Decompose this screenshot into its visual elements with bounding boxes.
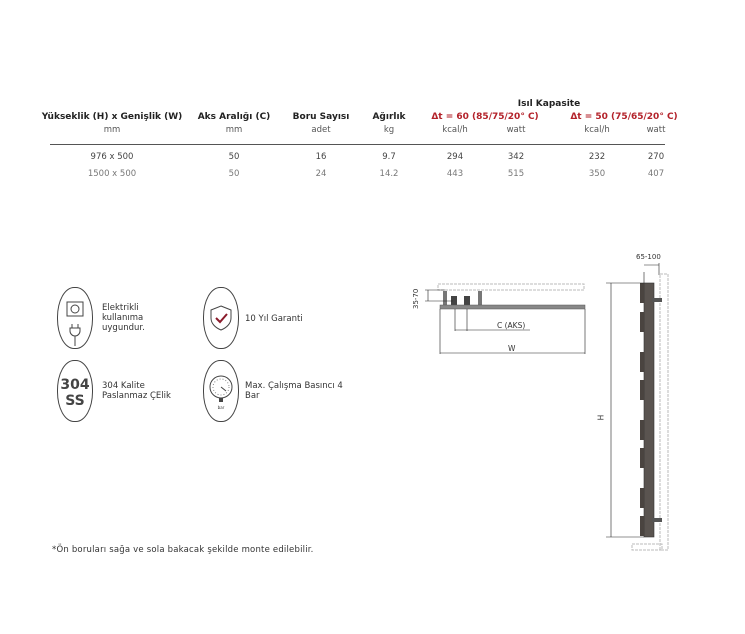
table-cell: 50 (228, 152, 240, 162)
col-unit-dt50-watt: watt (646, 125, 666, 135)
table-cell: 16 (315, 152, 327, 162)
col-unit-dt50-kcal: kcal/h (584, 125, 610, 135)
col-header-dt50: Δt = 50 (75/65/20° C) (570, 112, 678, 122)
gauge-label: bar (217, 405, 225, 410)
col-header-dt60: Δt = 60 (85/75/20° C) (431, 112, 539, 122)
badge-304-ss-icon: 304 SS (57, 360, 93, 422)
table-cell: 232 (588, 152, 606, 162)
table-cell: 443 (446, 169, 464, 179)
table-cell: 14.2 (379, 169, 399, 179)
col-unit-weight: kg (383, 125, 395, 135)
table-cell: 350 (588, 169, 606, 179)
dim-depth-label: 35-70 (412, 288, 420, 309)
plug-socket-icon (57, 287, 93, 349)
group-header: Isıl Kapasite (517, 99, 581, 109)
top-view (425, 283, 586, 354)
dim-c-label: C (AKS) (497, 321, 526, 330)
table-cell: 270 (647, 152, 665, 162)
table-cell: 1500 x 500 (87, 169, 137, 179)
header-divider (50, 144, 665, 145)
pressure-gauge-icon: bar (203, 360, 239, 422)
table-cell: 342 (507, 152, 525, 162)
table-cell: 294 (446, 152, 464, 162)
table-cell: 24 (315, 169, 327, 179)
dim-h-label: H (596, 414, 606, 421)
dim-wall-label: 65-100 (636, 253, 661, 261)
feature-text: Max. Çalışma Basıncı 4 Bar (245, 381, 343, 401)
table-cell: 407 (647, 169, 665, 179)
table-cell: 976 x 500 (90, 152, 134, 162)
col-unit-tubes: adet (311, 125, 331, 135)
feature-text: Elektrikli kullanıma uygundur. (102, 303, 145, 333)
table-cell: 515 (507, 169, 525, 179)
shield-check-icon (203, 287, 239, 349)
col-header-weight: Ağırlık (372, 112, 406, 122)
col-unit-dt60-kcal: kcal/h (442, 125, 468, 135)
col-unit-dt60-watt: watt (506, 125, 526, 135)
side-view (606, 263, 669, 551)
table-cell: 9.7 (382, 152, 396, 162)
col-header-size: Yükseklik (H) x Genişlik (W) (41, 112, 183, 122)
table-cell: 50 (228, 169, 240, 179)
footnote: *Ön boruları sağa ve sola bakacak şekild… (52, 545, 314, 555)
col-unit-axis: mm (225, 125, 243, 135)
feature-text: 10 Yıl Garanti (245, 314, 303, 324)
col-header-axis: Aks Aralığı (C) (197, 112, 271, 122)
col-unit-size: mm (103, 125, 121, 135)
col-header-tubes: Boru Sayısı (292, 112, 350, 122)
feature-text: 304 Kalite Paslanmaz ÇElik (102, 381, 171, 401)
dim-w-label: W (508, 344, 516, 353)
